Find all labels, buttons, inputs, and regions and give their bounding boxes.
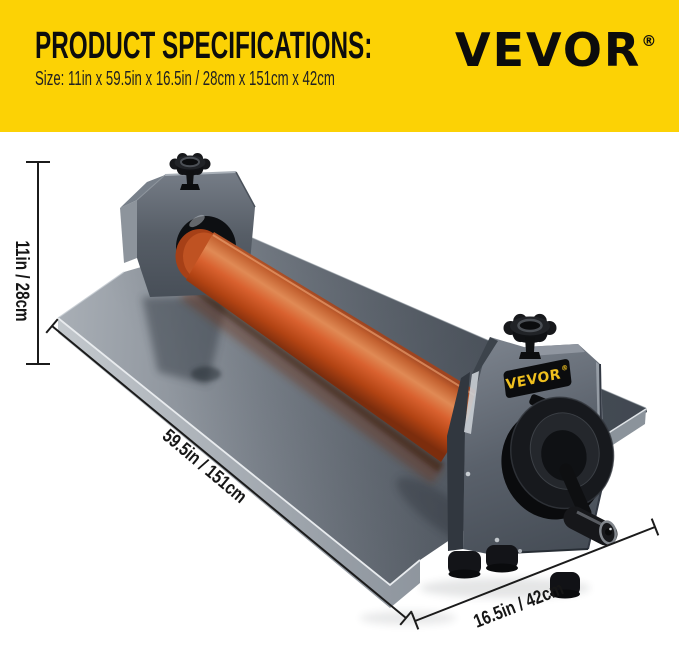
dimension-line-height bbox=[26, 161, 50, 365]
pressure-knob-left bbox=[169, 153, 211, 190]
height-dimension-label: 11in / 28cm bbox=[11, 240, 32, 322]
product-specifications-title: PRODUCT SPECIFICATIONS: bbox=[35, 25, 373, 67]
sticker-brand-text: VEVOR bbox=[504, 365, 562, 393]
screw bbox=[494, 537, 500, 543]
sticker-registered-mark: ® bbox=[560, 363, 570, 373]
banner: PRODUCT SPECIFICATIONS: Size: 11in x 59.… bbox=[0, 0, 679, 132]
roller bbox=[175, 229, 483, 462]
laminator-illustration bbox=[26, 153, 660, 630]
vevor-logo: VEVOR® bbox=[455, 27, 656, 73]
screw bbox=[518, 549, 522, 553]
dimension-lines bbox=[26, 161, 660, 630]
size-text: Size: 11in x 59.5in x 16.5in / 28cm x 15… bbox=[35, 68, 335, 90]
screw bbox=[465, 471, 471, 477]
vevor-logo-text: VEVOR bbox=[455, 23, 642, 77]
dimension-line-depth bbox=[410, 518, 660, 630]
crank-handle bbox=[559, 463, 618, 546]
pressure-knob-right bbox=[503, 313, 557, 359]
crank-wheel bbox=[501, 394, 615, 520]
machine-feet bbox=[448, 545, 580, 599]
dimension-line-length bbox=[45, 318, 413, 626]
registered-mark: ® bbox=[641, 31, 657, 50]
